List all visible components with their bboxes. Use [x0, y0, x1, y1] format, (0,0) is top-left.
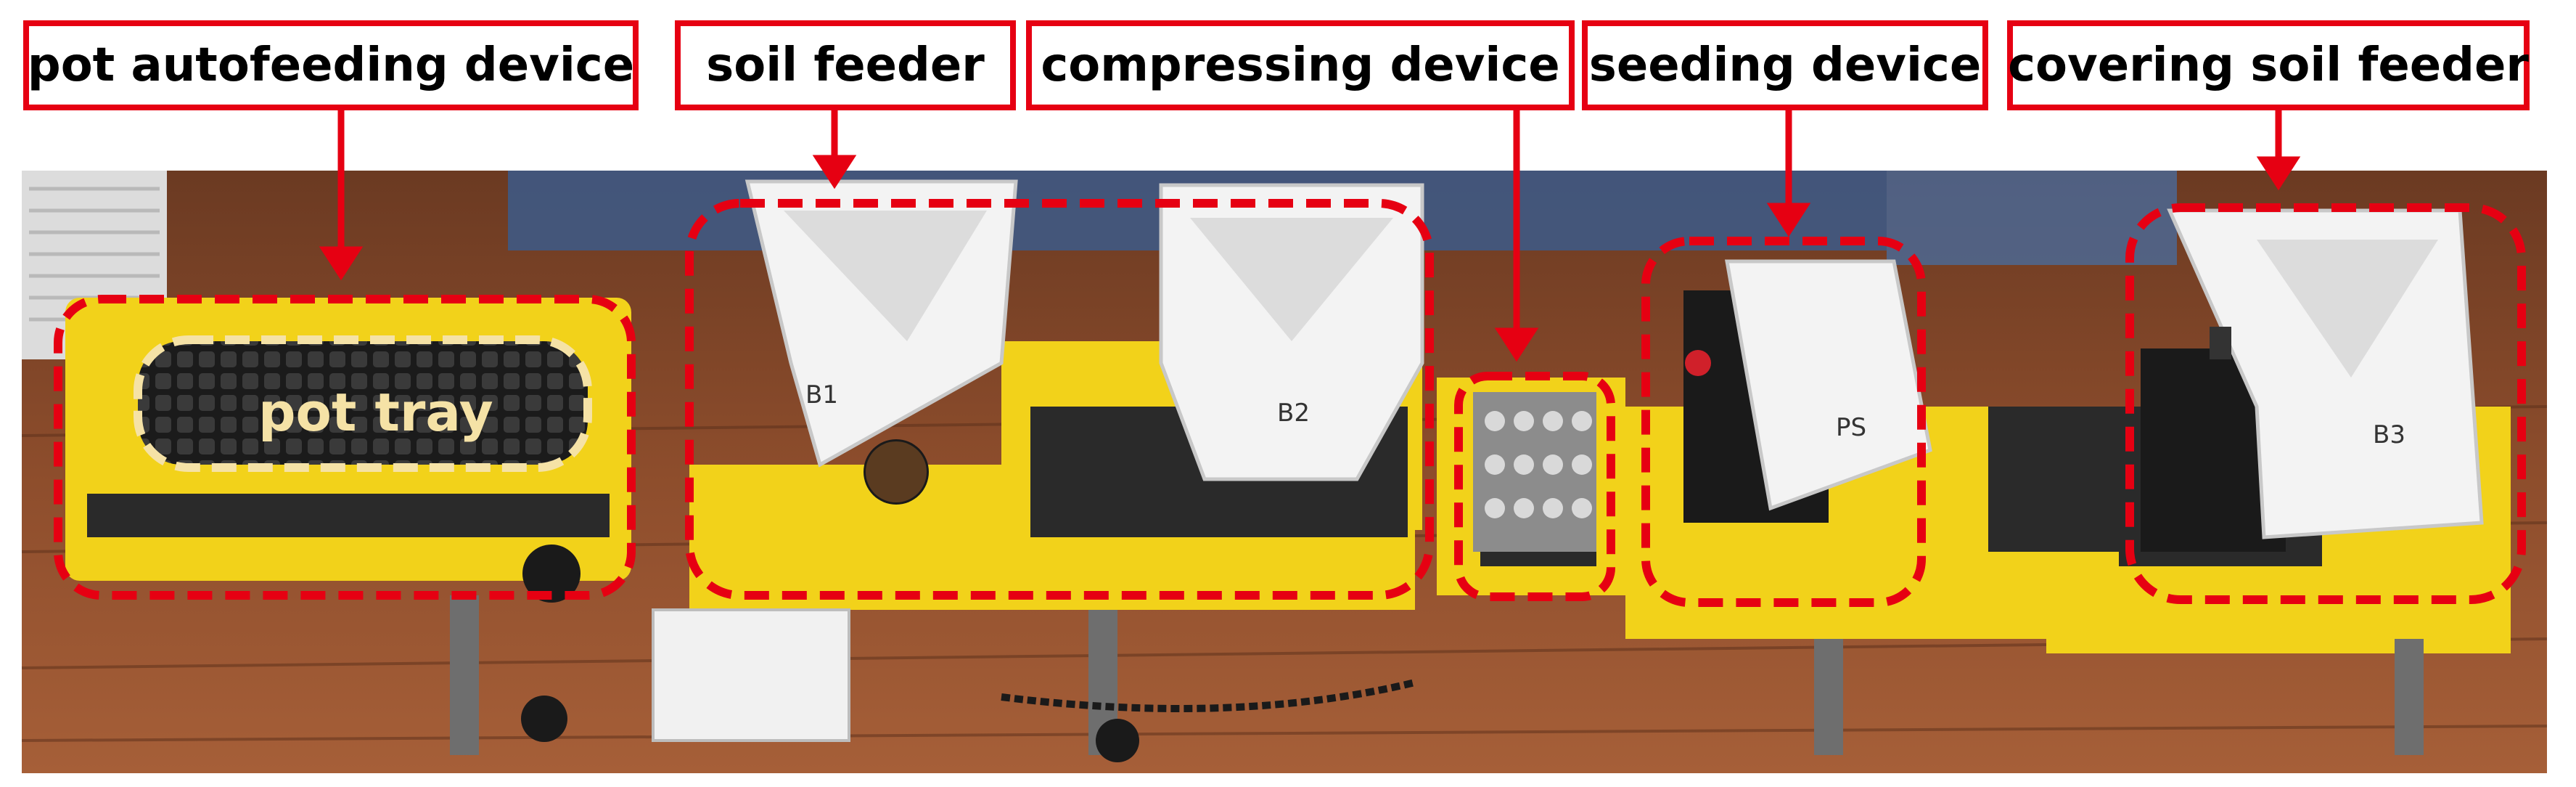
label-pot-autofeeding-device: pot autofeeding device	[23, 20, 639, 110]
hopper-ps: PS	[1683, 259, 1932, 523]
svg-text:PS: PS	[1836, 413, 1866, 442]
arrow-seeding	[1766, 110, 1811, 237]
compressor-rollers	[1473, 392, 1596, 552]
label-seeding-device: seeding device	[1582, 20, 1988, 110]
svg-text:B2: B2	[1277, 399, 1310, 428]
arrow-soil-feeder	[812, 110, 857, 189]
pot-tray-label: pot tray	[258, 382, 493, 443]
arrow-pot-autofeeding	[319, 110, 364, 281]
arrow-compressing	[1494, 110, 1539, 362]
svg-text:B1: B1	[805, 380, 838, 409]
pot-tray-outline	[134, 335, 592, 472]
svg-text:B3: B3	[2373, 420, 2405, 449]
region-soil-feeder	[685, 199, 1434, 600]
label-covering-soil-feeder: covering soil feeder	[2007, 20, 2530, 110]
label-soil-feeder: soil feeder	[675, 20, 1016, 110]
region-seeding	[1641, 237, 1926, 607]
pot-tray	[138, 341, 588, 465]
region-compressing	[1454, 372, 1615, 601]
hopper-b2: B2	[1159, 183, 1424, 481]
hopper-b1: B1	[745, 179, 1018, 502]
hopper-b3: B3	[2141, 208, 2484, 552]
label-compressing-device: compressing device	[1026, 20, 1575, 110]
arrow-covering-soil-feeder	[2256, 110, 2301, 191]
region-covering-soil-feeder	[2125, 203, 2526, 604]
region-pot-autofeeding	[54, 295, 636, 600]
